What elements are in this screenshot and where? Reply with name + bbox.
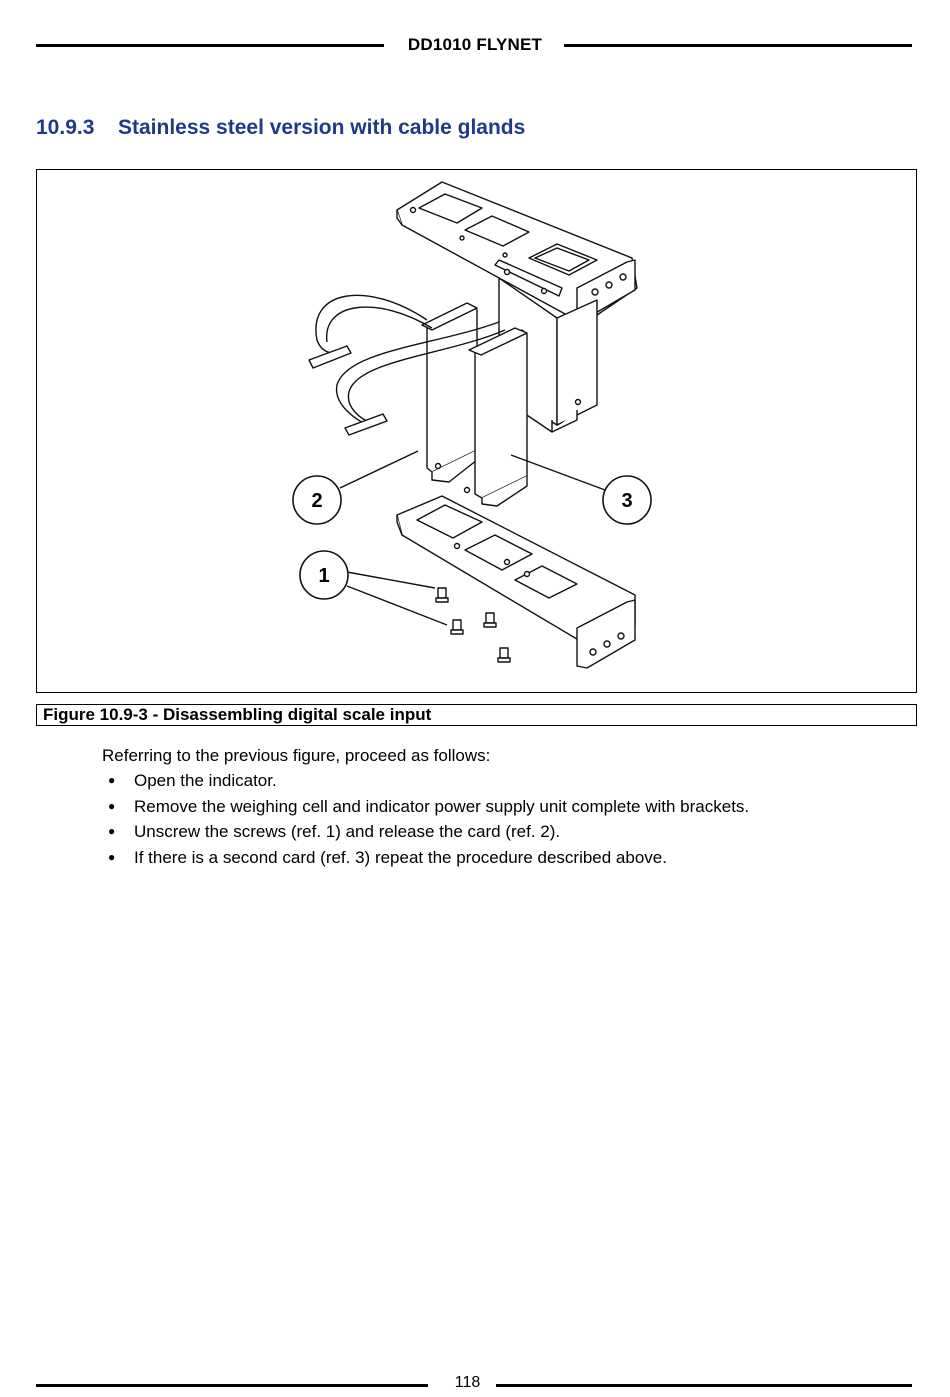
- lower-bracket: [396, 495, 636, 669]
- leader-line-2: [339, 450, 419, 489]
- section-title: Stainless steel version with cable gland…: [118, 116, 526, 139]
- footer-rule-right: [496, 1384, 912, 1387]
- leader-line-1b: [346, 585, 448, 626]
- intro-paragraph: Referring to the previous figure, procee…: [102, 746, 491, 765]
- figure-caption: Figure 10.9-3 - Disassembling digital sc…: [36, 704, 917, 726]
- figure-frame: 2 3 1: [36, 169, 917, 693]
- callout-3-label: 3: [621, 490, 632, 512]
- step-text: If there is a second card (ref. 3) repea…: [134, 847, 667, 867]
- leader-line-1a: [346, 571, 436, 589]
- screws: [435, 587, 511, 663]
- list-item: ● If there is a second card (ref. 3) repe…: [102, 845, 749, 871]
- section-number: 10.9.3: [36, 116, 95, 139]
- leader-line-3: [510, 454, 606, 491]
- bullet-icon: ●: [108, 849, 116, 864]
- disassembly-drawing: 2 3 1: [292, 181, 652, 669]
- header-rule-right: [564, 44, 912, 47]
- card-ref-2: [421, 302, 478, 483]
- bullet-icon: ●: [108, 824, 116, 838]
- list-item: ● Unscrew the screws (ref. 1) and release…: [102, 819, 749, 845]
- procedure-steps: ● Open the indicator. ● Remove the weighin…: [102, 768, 749, 870]
- cable-connector-b: [344, 413, 388, 436]
- step-text: Remove the weighing cell and indicator p…: [134, 796, 750, 816]
- cable-connector-a: [308, 345, 352, 369]
- list-item: ● Remove the weighing cell and indicator …: [102, 794, 749, 820]
- bullet-icon: ●: [108, 798, 116, 813]
- list-item: ● Open the indicator.: [102, 768, 749, 794]
- callout-3-circle: [602, 475, 652, 525]
- callout-1-circle: [299, 550, 349, 600]
- section-heading: 10.9.3 Stainless steel version with cable…: [36, 116, 525, 140]
- footer-rule-left: [36, 1384, 428, 1387]
- page-number: 118: [454, 1374, 481, 1391]
- document-header-title: DD1010 FLYNET: [407, 35, 543, 54]
- callout-2-circle: [292, 475, 342, 525]
- step-text: Open the indicator.: [134, 771, 277, 790]
- callout-2-label: 2: [311, 490, 322, 512]
- bullet-icon: ●: [108, 773, 116, 787]
- ribbon-cables: [315, 294, 506, 426]
- step-text: Unscrew the screws (ref. 1) and release …: [134, 822, 561, 841]
- header-rule-left: [36, 44, 384, 47]
- callout-1-label: 1: [318, 565, 329, 587]
